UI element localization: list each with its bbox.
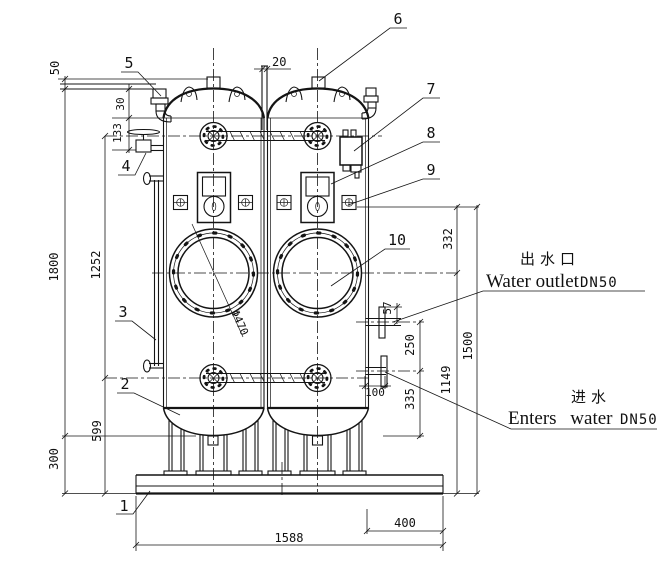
water-outlet-dn: DN50 bbox=[580, 275, 618, 291]
dim-1252: 1252 bbox=[89, 251, 103, 280]
dim-57: 57 bbox=[381, 301, 394, 314]
outlet-leader bbox=[392, 290, 645, 323]
dim-335: 335 bbox=[403, 388, 417, 410]
part-label-9: 9 bbox=[426, 161, 435, 179]
level-gauge bbox=[142, 171, 163, 373]
foot-pad bbox=[238, 470, 263, 476]
part-callouts: 1 2 3 4 5 6 7 8 9 10 bbox=[115, 10, 440, 515]
manhole-diameter-line bbox=[191, 223, 244, 338]
outlet-flange bbox=[378, 306, 386, 339]
dim-1588: 1588 bbox=[275, 531, 304, 545]
dim-30: 30 bbox=[114, 97, 127, 110]
bottom-head bbox=[266, 407, 370, 437]
tank-2 bbox=[266, 76, 370, 476]
dim-300: 300 bbox=[47, 448, 61, 470]
part-label-3: 3 bbox=[118, 303, 127, 321]
top-nozzle bbox=[206, 76, 221, 89]
gap-vent-pipe bbox=[261, 65, 268, 130]
tank-1 bbox=[162, 76, 266, 476]
top-manifold-pipe bbox=[198, 121, 333, 151]
bottom-manifold-pipe bbox=[198, 363, 333, 393]
control-box bbox=[339, 129, 363, 179]
dim-250: 250 bbox=[403, 334, 417, 356]
part-label-8: 8 bbox=[426, 124, 435, 142]
drain-stub bbox=[207, 435, 219, 446]
valve-handwheel bbox=[126, 128, 161, 136]
dim-599: 599 bbox=[90, 420, 104, 442]
part-label-4: 4 bbox=[121, 157, 130, 175]
dim-1500: 1500 bbox=[461, 332, 475, 361]
water-outlet-label-en: Water outlet bbox=[486, 271, 580, 292]
top-feed-pipe bbox=[60, 83, 172, 123]
inlet-flange bbox=[380, 355, 388, 388]
foot-pad bbox=[342, 470, 367, 476]
part-label-6: 6 bbox=[393, 10, 402, 28]
base-skid bbox=[135, 474, 444, 495]
drain-valve bbox=[126, 128, 164, 153]
dim-1149: 1149 bbox=[439, 366, 453, 395]
dim-400: 400 bbox=[394, 516, 416, 530]
water-inlet-dn: DN50 bbox=[620, 412, 658, 428]
foot-pad bbox=[267, 470, 292, 476]
vent-fitting bbox=[361, 87, 379, 120]
foot-pad bbox=[163, 470, 188, 476]
water-outlet-label-cn: 出水口 bbox=[520, 250, 580, 268]
inlet-leader bbox=[384, 371, 657, 430]
part-label-7: 7 bbox=[426, 80, 435, 98]
support-legs bbox=[168, 420, 259, 471]
dim-manhole-diameter: Φ470 bbox=[228, 308, 251, 337]
dim-20: 20 bbox=[272, 55, 286, 69]
dim-100: 100 bbox=[365, 386, 385, 399]
dimension-ticks bbox=[61, 65, 481, 549]
drain-stub bbox=[311, 435, 324, 446]
part-label-5: 5 bbox=[124, 54, 133, 72]
dimension-texts: 50 1800 1252 599 300 30 133 20 332 57 25… bbox=[47, 55, 475, 545]
flow-annotations: 出水口 Water outlet DN50 进水 Enters water DN… bbox=[384, 250, 658, 430]
part-label-1: 1 bbox=[119, 497, 128, 515]
foot-pad bbox=[299, 470, 336, 476]
pipe-union bbox=[152, 88, 167, 99]
foot-pad bbox=[195, 470, 232, 476]
dim-332: 332 bbox=[441, 228, 455, 250]
dimension-lines bbox=[58, 65, 481, 551]
part-label-2: 2 bbox=[120, 375, 129, 393]
valve-body bbox=[135, 139, 152, 153]
top-nozzle bbox=[311, 76, 326, 89]
dim-50: 50 bbox=[48, 61, 62, 75]
top-head bbox=[266, 87, 370, 119]
water-outlet-nozzle bbox=[365, 306, 401, 339]
dim-1800: 1800 bbox=[47, 253, 61, 282]
water-inlet-label-cn: 进水 bbox=[571, 388, 611, 406]
elbow bbox=[155, 110, 172, 123]
dim-133: 133 bbox=[111, 123, 124, 143]
water-inlet-label-en: Enters water bbox=[508, 408, 613, 429]
support-legs bbox=[272, 420, 363, 471]
part-label-10: 10 bbox=[388, 231, 406, 249]
